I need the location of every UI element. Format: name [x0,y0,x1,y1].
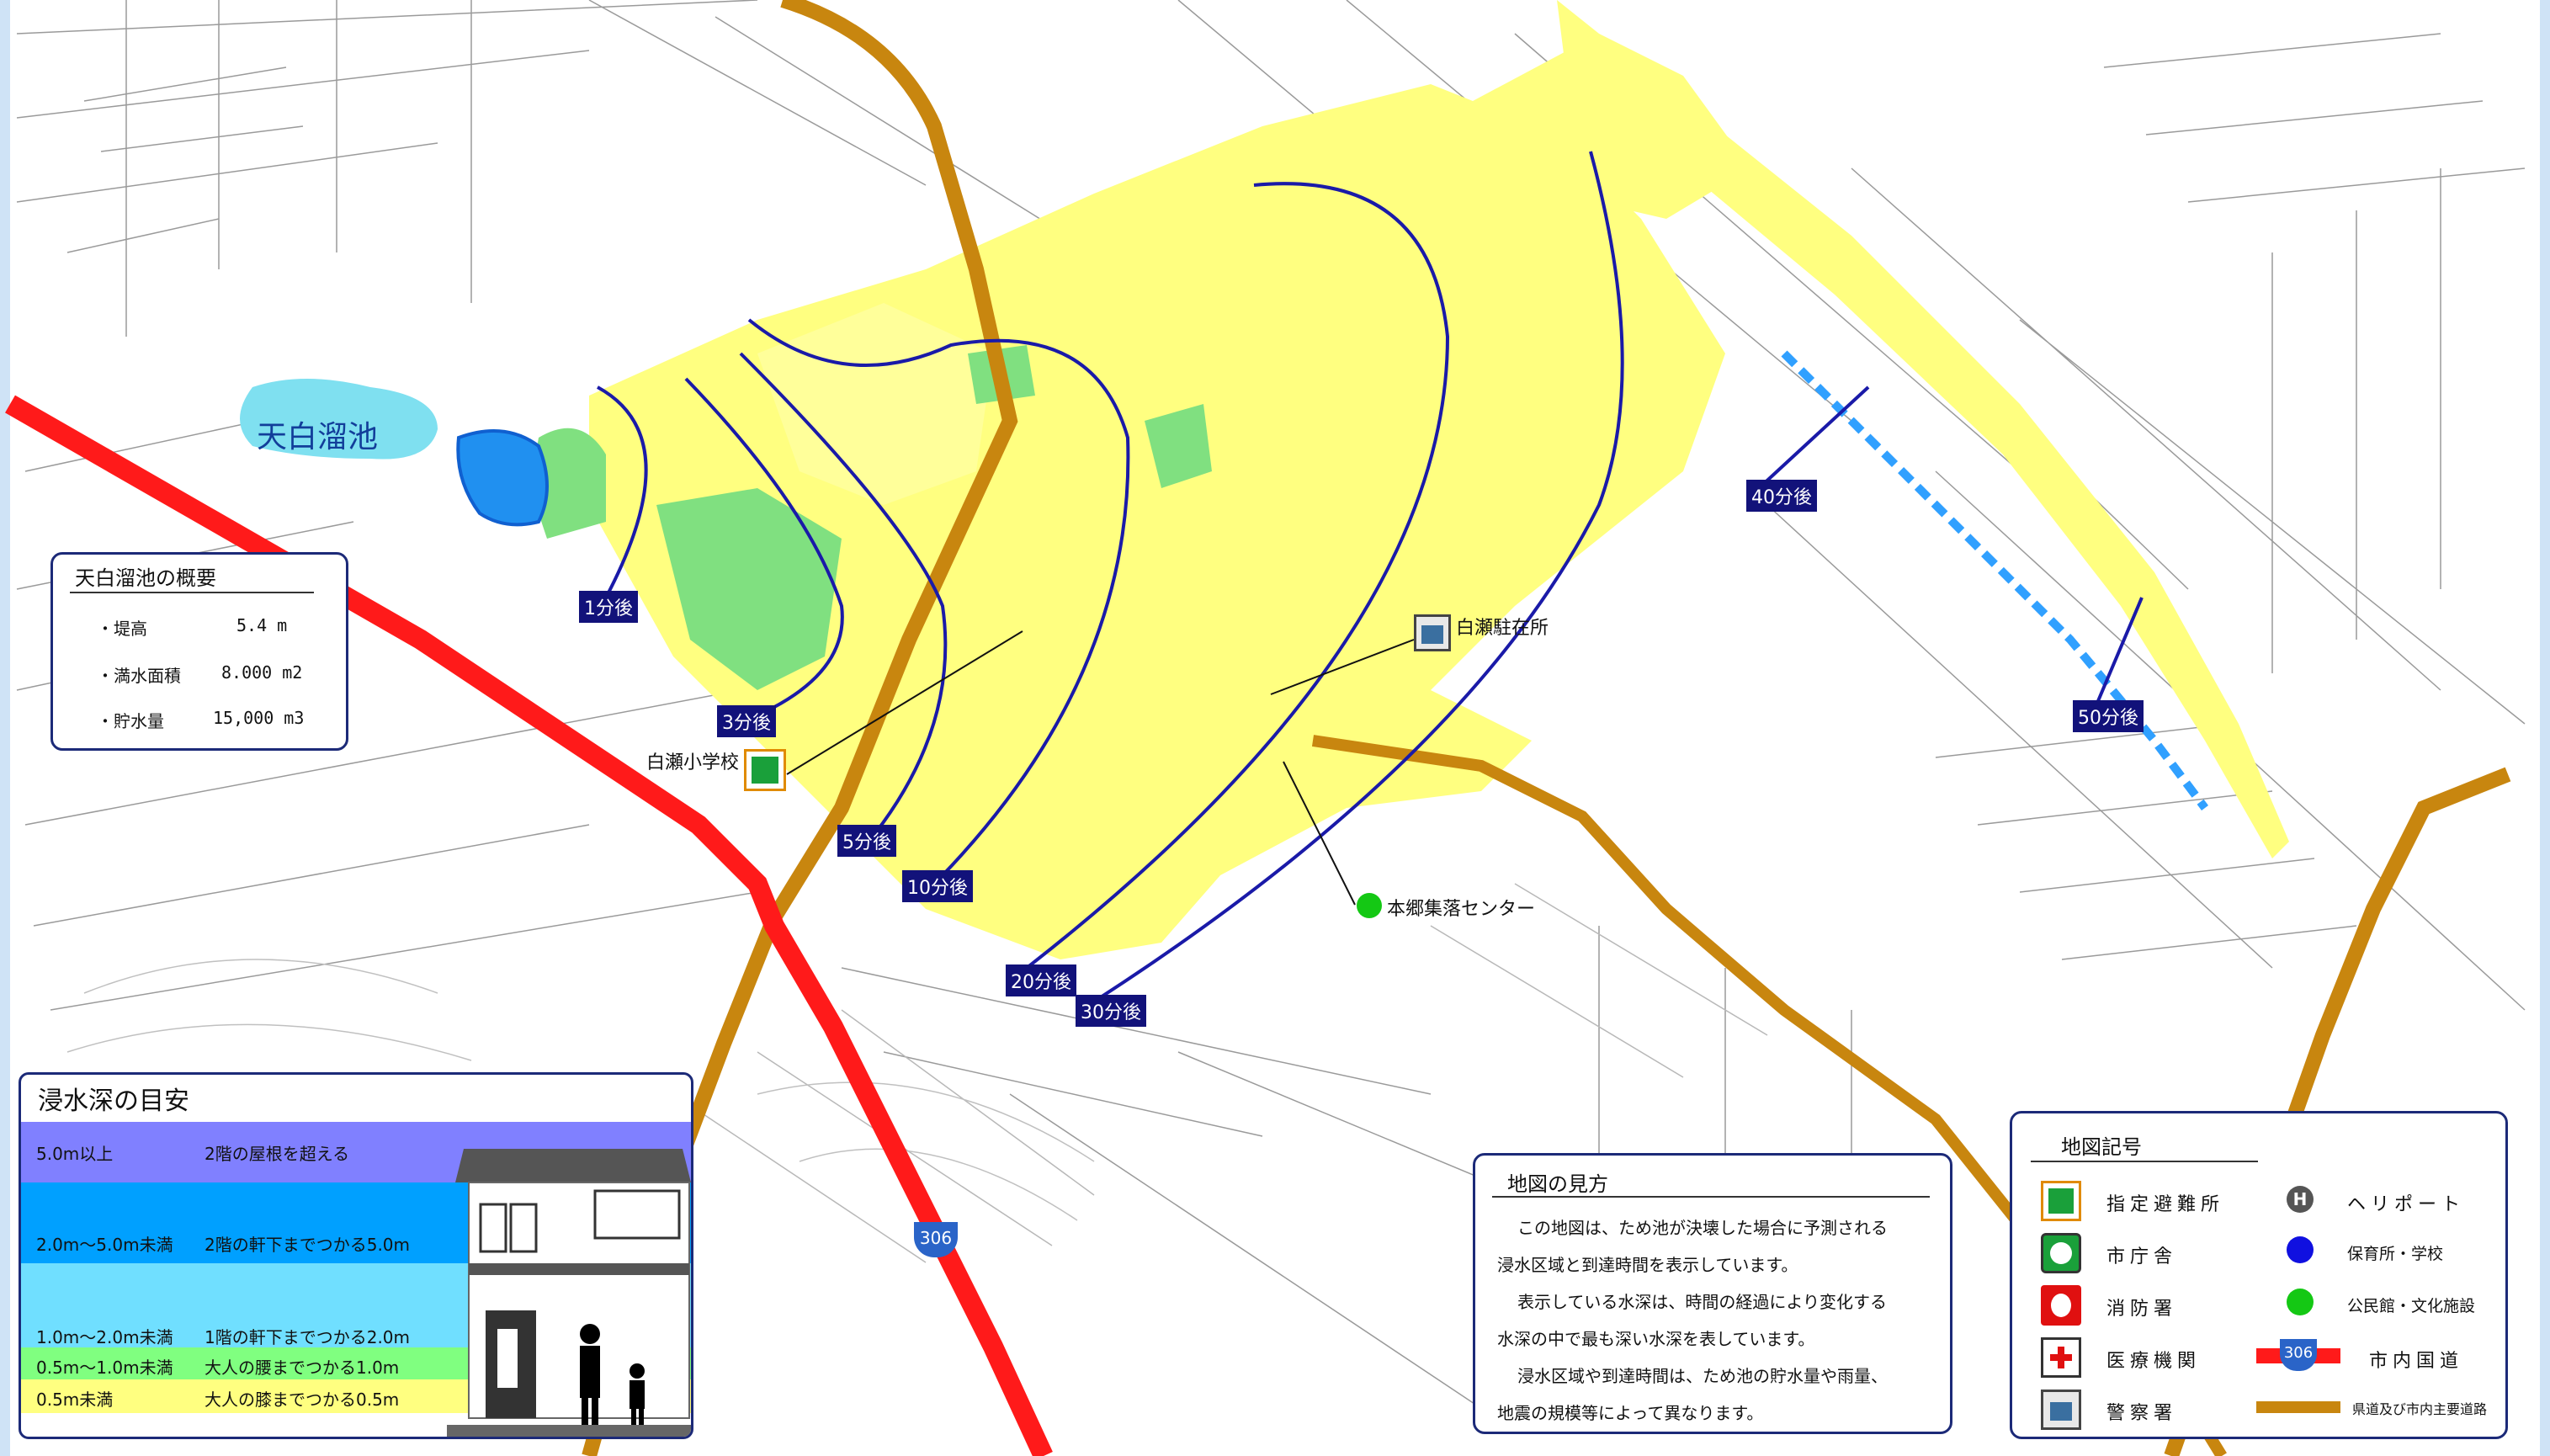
legend-city-hall-icon [2041,1233,2081,1273]
pond-name: 天白溜池 [257,420,379,454]
overview-row-volume-label: ・貯水量 [97,711,164,731]
legend-medical-icon [2041,1337,2081,1378]
parcel-lines [16,0,2526,1432]
shelter-icon[interactable] [744,749,786,791]
legend-public-hall-label: 公民館・文化施設 [2347,1297,2476,1315]
how-to-read-title-underline [1492,1196,1930,1198]
route-shield-icon: 306 [914,1222,958,1257]
overview-title-underline [70,592,314,593]
legend-route-shield-icon: 306 [2280,1339,2317,1371]
community-center-marker-icon[interactable] [1357,893,1382,918]
time-label-10min: 10分後 [902,870,973,902]
map-legend-panel: 地図記号 指定避難所 市庁舎 消防署 医療機関 警察署 H ヘリポート 保育所・… [2010,1111,2508,1439]
depth-guide-panel: 浸水深の目安 5.0m以上 2階の屋根を超える 2.0m～5.0m未満 2階の軒… [19,1072,693,1439]
pond-overview-panel: 天白溜池の概要 ・堤高 5.4 m ・満水面積 8.000 m2 ・貯水量 15… [50,552,348,751]
legend-shelter-icon [2041,1181,2081,1221]
how-to-read-panel: 地図の見方 この地図は、ため池が決壊した場合に予測される 浸水区域と到達時間を表… [1473,1153,1952,1434]
overview-row-height-value: 5.4 m [236,615,288,635]
house-illustration-icon [447,1149,691,1437]
legend-nursery-school-icon [2287,1236,2314,1263]
depth-desc: 大人の腰までつかる1.0m [205,1358,400,1378]
legend-title: 地図記号 [2061,1135,2142,1159]
legend-heliport-label: ヘリポート [2347,1194,2466,1215]
how-to-read-line-5: 浸水区域や到達時間は、ため池の貯水量や雨量、 [1517,1366,1888,1386]
depth-range: 0.5m～1.0m未満 [36,1358,173,1378]
how-to-read-line-6: 地震の規模等によって異なります。 [1497,1403,1764,1423]
legend-heliport-icon: H [2287,1186,2314,1213]
legend-nursery-school-label: 保育所・学校 [2347,1245,2444,1263]
depth-row-5m: 5.0m以上 2階の屋根を超える [21,1122,691,1182]
time-label-40min: 40分後 [1746,480,1817,512]
legend-public-hall-icon [2287,1289,2314,1315]
place-label-school: 白瀬小学校 [646,752,740,773]
depth-desc: 1階の軒下までつかる2.0m [205,1327,411,1347]
depth-range: 2.0m～5.0m未満 [36,1235,173,1255]
how-to-read-line-3: 表示している水深は、時間の経過により変化する [1517,1292,1887,1312]
place-label-community-center: 本郷集落センター [1387,899,1536,920]
arrival-lines [597,151,2144,1003]
shelter-icon-fill [752,757,778,784]
legend-fire-station-icon [2041,1285,2081,1326]
legend-title-underline [2031,1161,2258,1162]
how-to-read-line-1: この地図は、ため池が決壊した場合に予測される [1517,1218,1888,1238]
police-box-icon-fill [1421,625,1443,644]
depth-desc: 2階の軒下までつかる5.0m [205,1235,411,1255]
how-to-read-line-4: 水深の中で最も深い水深を表しています。 [1497,1329,1815,1349]
pond-shape [240,379,438,460]
how-to-read-line-2: 浸水区域と到達時間を表示しています。 [1497,1255,1798,1275]
time-label-5min: 5分後 [837,825,896,857]
legend-police-icon [2041,1390,2081,1430]
how-to-read-title: 地図の見方 [1507,1172,1608,1196]
time-label-1min: 1分後 [579,591,638,623]
time-label-20min: 20分後 [1006,964,1076,996]
legend-shelter-label: 指定避難所 [2106,1194,2225,1215]
overview-row-height-label: ・堤高 [97,619,147,639]
depth-guide-title: 浸水深の目安 [38,1087,189,1116]
depth-range: 0.5m未満 [36,1390,114,1410]
time-label-30min: 30分後 [1076,995,1146,1027]
legend-police-label: 警察署 [2106,1403,2178,1424]
legend-medical-label: 医療機関 [2106,1351,2202,1372]
stream [1781,350,2208,810]
overview-row-volume-value: 15,000 m3 [213,708,305,728]
depth-range: 1.0m～2.0m未満 [36,1327,173,1347]
legend-prefectural-road-label: 県道及び市内主要道路 [2352,1401,2488,1417]
leader-lines [786,630,1415,906]
pond-outlet [456,429,549,527]
depth-desc: 大人の膝までつかる0.5m [205,1390,400,1410]
place-label-police-box: 白瀬駐在所 [1456,618,1549,639]
time-label-3min: 3分後 [717,705,776,737]
overview-row-area-label: ・満水面積 [97,666,181,686]
overview-title: 天白溜池の概要 [75,566,216,590]
overview-row-area-value: 8.000 m2 [221,662,303,683]
legend-fire-station-label: 消防署 [2106,1299,2178,1320]
legend-city-hall-label: 市庁舎 [2106,1246,2178,1267]
depth-desc: 2階の屋根を超える [205,1144,350,1164]
legend-national-road-label: 市内国道 [2369,1351,2464,1372]
police-box-icon[interactable] [1414,614,1451,651]
time-label-50min: 50分後 [2073,700,2144,732]
depth-range: 5.0m以上 [36,1144,114,1164]
legend-prefectural-road-line [2256,1401,2340,1413]
